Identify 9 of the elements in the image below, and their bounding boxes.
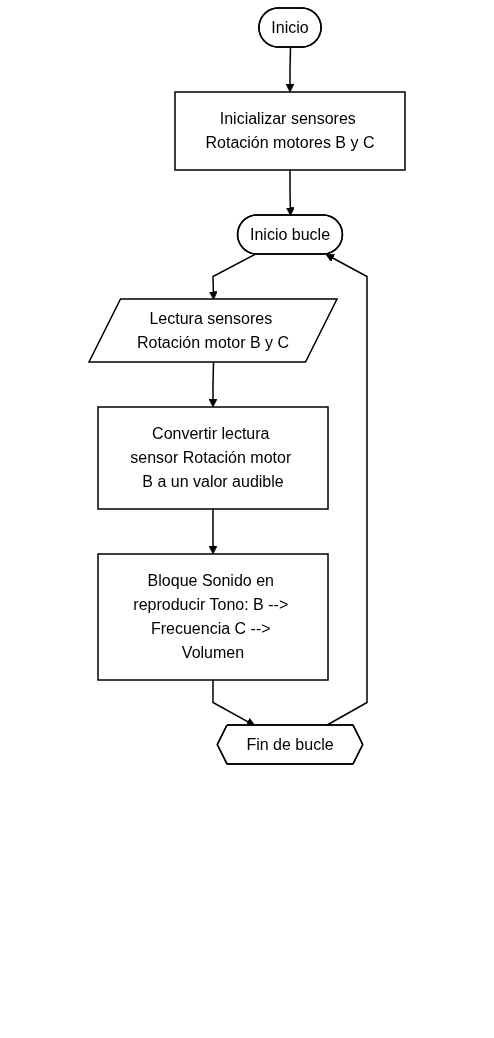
arrow: [212, 679, 256, 726]
node-box: Convertir lectura sensor Rotación motor B a un valor audible: [97, 406, 329, 510]
node-box: Inicializar sensores Rotación motores B y C: [174, 91, 406, 171]
arrow: [285, 46, 295, 93]
arrow: [208, 508, 218, 555]
arrow: [325, 253, 368, 727]
arrow: [285, 169, 295, 216]
arrow: [208, 253, 256, 300]
node-box: Bloque Sonido en reproducir Tono: B --> Frecuencia C --> Volumen: [97, 553, 329, 681]
